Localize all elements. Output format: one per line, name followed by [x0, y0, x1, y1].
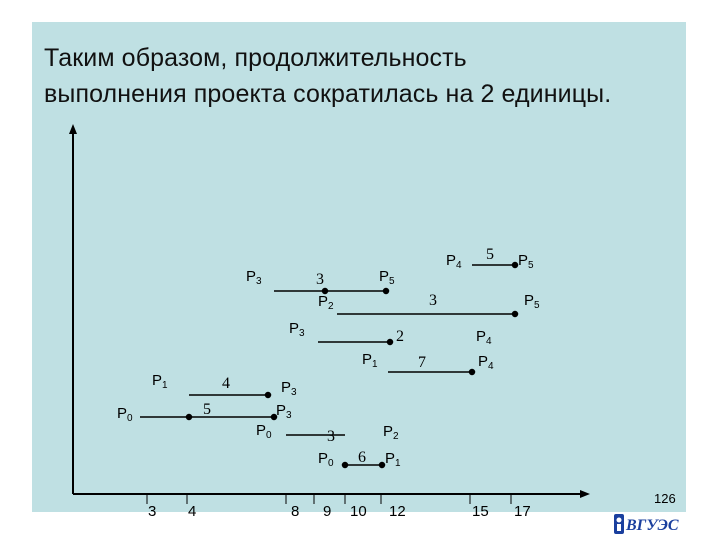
activity-endpoint: [382, 287, 390, 295]
duration-label: 3: [429, 292, 437, 309]
node-label-p4: P4: [446, 252, 462, 271]
x-axis-arrow: [580, 490, 590, 498]
node-label-p0: P0: [318, 450, 334, 469]
node-label-p5: P5: [379, 268, 395, 287]
tick-label: 9: [323, 503, 331, 520]
node-label-p1: P1: [385, 450, 401, 469]
duration-label: 5: [203, 401, 211, 418]
node-label-p4: P4: [476, 328, 492, 347]
node-label-p4: P4: [478, 353, 494, 372]
tick-label: 4: [188, 503, 196, 520]
duration-label: 5: [486, 246, 494, 263]
university-logo: ВГУЭС: [614, 514, 679, 534]
node-label-p5: P5: [524, 292, 540, 311]
logo-emblem-icon: [614, 514, 624, 534]
tick-marks: [146, 494, 512, 504]
page-number: 126: [654, 491, 676, 506]
duration-label: 3: [316, 271, 324, 288]
node-label-p3: P3: [246, 268, 262, 287]
duration-label: 6: [358, 449, 366, 466]
activity-endpoint: [264, 391, 272, 399]
node-label-p0: P0: [117, 405, 133, 424]
activity-endpoint: [378, 461, 386, 469]
activity-endpoint: [270, 413, 278, 421]
activity-endpoint: [511, 261, 519, 269]
duration-label: 2: [396, 328, 404, 345]
tick-label: 10: [350, 503, 367, 520]
tick-label: 8: [291, 503, 299, 520]
duration-label: 7: [418, 354, 426, 371]
y-axis-arrow: [69, 124, 77, 134]
tick-label: 17: [514, 503, 531, 520]
node-label-p2: P2: [318, 293, 334, 312]
node-label-p3: P3: [289, 320, 305, 339]
logo-text: ВГУЭС: [625, 517, 679, 534]
activity-endpoint: [468, 368, 476, 376]
node-label-p2: P2: [383, 423, 399, 442]
duration-label: 3: [327, 428, 335, 445]
node-label-p3: P3: [281, 379, 297, 398]
node-label-p1: P1: [152, 372, 168, 391]
activity-endpoint: [386, 338, 394, 346]
node-label-p0: P0: [256, 422, 272, 441]
tick-label: 3: [148, 503, 156, 520]
node-label-p3: P3: [276, 402, 292, 421]
slide-title-line-1: Таким образом, продолжительность: [44, 44, 467, 72]
node-label-p5: P5: [518, 252, 534, 271]
slide-title-line-2: выполнения проекта сократилась на 2 един…: [44, 80, 612, 108]
duration-label: 4: [222, 375, 230, 392]
activity-endpoint: [511, 310, 519, 318]
tick-label: 15: [472, 503, 489, 520]
slide-background: [32, 22, 686, 512]
node-label-p1: P1: [362, 351, 378, 370]
tick-label: 12: [389, 503, 406, 520]
